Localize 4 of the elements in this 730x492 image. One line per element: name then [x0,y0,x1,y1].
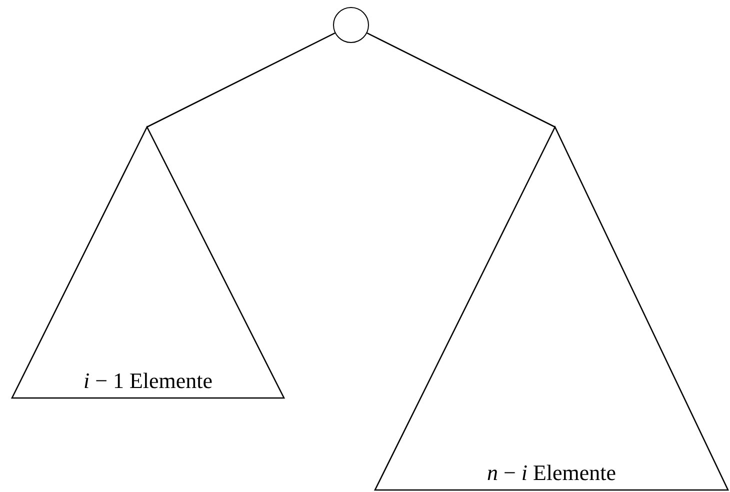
subtree-label: i − 1 Elemente [83,366,213,394]
tree-edge [366,32,556,128]
tree-edge [146,32,336,128]
subtree-label: n − i Elemente [486,458,616,486]
